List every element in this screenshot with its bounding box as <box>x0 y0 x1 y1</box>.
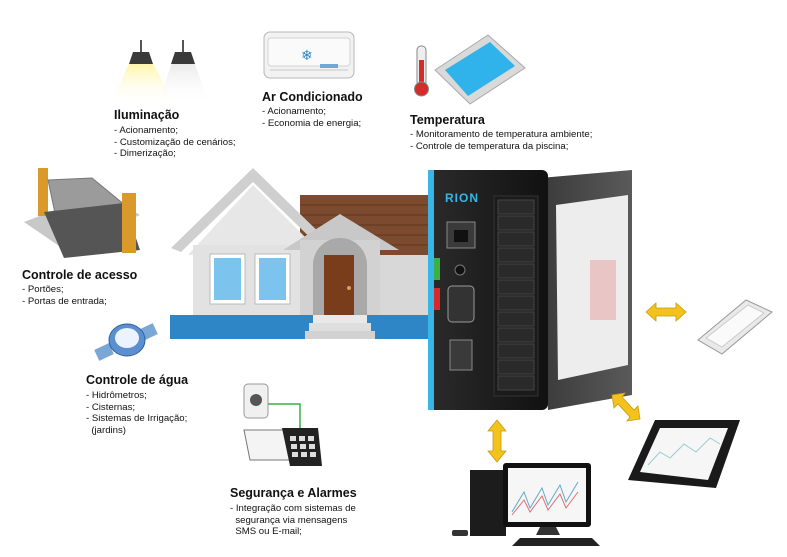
lamp-icon <box>158 40 210 105</box>
category-iluminacao: Iluminação - Acionamento; - Customização… <box>114 108 236 160</box>
category-title: Segurança e Alarmes <box>230 486 357 500</box>
category-item: - Monitoramento de temperatura ambiente; <box>410 129 593 140</box>
category-title: Iluminação <box>114 108 180 122</box>
category-controle-acesso: Controle de acesso - Portões; - Portas d… <box>22 268 137 307</box>
double-arrow-icon <box>487 419 507 463</box>
gate-icon <box>24 168 140 258</box>
category-item: - Customização de cenários; <box>114 136 236 148</box>
category-title: Ar Condicionado <box>262 90 363 104</box>
tablet-icon <box>628 420 740 488</box>
category-item: (jardins) <box>86 424 126 436</box>
thermometer-icon <box>414 34 526 105</box>
category-item: - Integração com sistemas de <box>230 503 356 514</box>
double-arrow-icon <box>645 302 687 322</box>
category-seguranca: Segurança e Alarmes - Integração com sis… <box>230 486 357 538</box>
category-item: segurança via mensagens <box>230 514 348 526</box>
air-conditioner-icon: ❄ <box>263 31 355 79</box>
desktop-computer-icon <box>452 463 600 546</box>
category-controle-agua: Controle de água - Hidrômetros; - Cister… <box>86 373 188 436</box>
category-item: - Portões; <box>22 284 64 295</box>
category-item: - Dimerização; <box>114 148 176 160</box>
category-title: Controle de água <box>86 373 189 387</box>
category-item: - Acionamento; <box>262 106 326 117</box>
device-brand-logo: RION <box>445 191 479 205</box>
category-ar-condicionado: Ar Condicionado - Acionamento; - Economi… <box>262 90 363 129</box>
category-item: - Cisternas; <box>86 401 136 413</box>
category-item: - Hidrômetros; <box>86 390 147 401</box>
category-item: - Economia de energia; <box>262 117 362 129</box>
lamp-icon <box>110 40 175 105</box>
house-illustration <box>170 168 445 339</box>
category-item: - Acionamento; <box>114 125 178 136</box>
category-title: Controle de acesso <box>22 268 138 282</box>
rion-controller-device <box>428 170 632 410</box>
category-item: SMS ou E-mail; <box>230 526 302 538</box>
svg-text:❄: ❄ <box>301 48 313 64</box>
alarm-keypad-icon <box>243 383 322 466</box>
category-title: Temperatura <box>410 113 485 127</box>
smartphone-icon <box>697 299 773 355</box>
category-item: - Controle de temperatura da piscina; <box>410 140 569 152</box>
category-item: - Sistemas de Irrigação; <box>86 413 188 425</box>
water-meter-icon <box>94 323 158 361</box>
double-arrow-icon <box>611 392 641 422</box>
category-temperatura: Temperatura - Monitoramento de temperatu… <box>410 113 592 152</box>
category-item: - Portas de entrada; <box>22 295 107 307</box>
